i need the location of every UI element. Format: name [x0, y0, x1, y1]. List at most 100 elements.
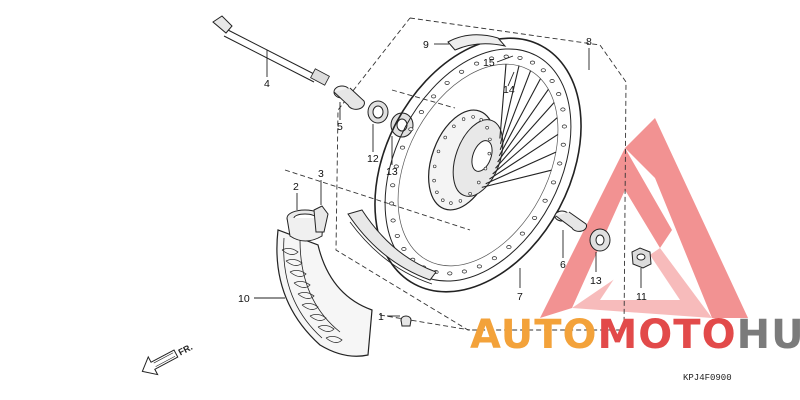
watermark-auto: AUTO	[470, 312, 598, 358]
tread-block	[293, 281, 311, 288]
rim-hole	[549, 79, 555, 83]
hub-hole	[483, 166, 488, 171]
axle-nut	[631, 247, 652, 269]
diagram-part-code: KPJ4F0900	[683, 373, 732, 383]
rim-hole	[556, 92, 562, 97]
hub-hole	[485, 125, 489, 130]
rim-hole	[550, 180, 557, 185]
watermark-hub: HUB	[737, 312, 800, 358]
spoke	[499, 64, 507, 139]
hub-flange-holes	[432, 115, 492, 205]
rim-hole	[461, 269, 467, 274]
callout-5: 5	[337, 121, 343, 133]
hub-hole	[449, 201, 453, 205]
hub-hole	[471, 115, 475, 119]
tire-tread-pattern	[281, 248, 343, 343]
spoke	[498, 78, 541, 157]
spoke	[495, 102, 555, 169]
seal-left	[390, 112, 414, 138]
spoke	[499, 70, 532, 150]
spoke	[481, 169, 552, 188]
hub-hole	[477, 180, 481, 185]
rim-hole	[399, 145, 406, 150]
hub-hole	[432, 178, 436, 183]
rim-hole	[390, 183, 396, 188]
callout-13-left: 13	[386, 166, 398, 178]
rim-flap	[313, 205, 329, 233]
rim-tape	[347, 209, 437, 285]
callout-10: 10	[238, 293, 250, 305]
rim-spoke-holes	[389, 54, 567, 276]
rim-hole	[401, 247, 407, 251]
inner-tube	[286, 209, 324, 242]
tread-block	[281, 248, 299, 255]
rim-hole	[540, 68, 546, 73]
hub-hole	[488, 137, 492, 142]
rim-hole	[542, 198, 548, 203]
callout-3: 3	[318, 168, 324, 180]
rim-hole	[517, 55, 523, 60]
spoke	[499, 65, 520, 145]
hub-hole	[458, 199, 463, 203]
collar-left	[333, 85, 365, 110]
callout-14: 14	[503, 84, 515, 96]
hub-hole	[452, 124, 456, 129]
rim-hole	[532, 215, 538, 220]
rim-hole	[561, 124, 567, 129]
hub-hole	[479, 118, 483, 122]
hub-hole	[461, 117, 466, 121]
tire	[276, 229, 373, 357]
rim-hole	[444, 80, 450, 85]
tread-block	[325, 336, 343, 343]
callout-6: 6	[560, 259, 566, 271]
callout-1: 1	[378, 311, 384, 323]
front-direction-arrow: FR.	[141, 342, 194, 376]
hub-hole	[433, 164, 437, 169]
rim-hole	[447, 271, 453, 276]
callout-13-right: 13	[590, 275, 602, 287]
rim-hole	[506, 245, 512, 250]
rim-hole	[394, 233, 400, 238]
callout-9: 9	[423, 39, 429, 51]
callout-12: 12	[367, 153, 379, 165]
leader-lines	[254, 43, 642, 317]
hub-hole	[436, 149, 441, 154]
rim-hole	[474, 61, 480, 66]
rim-band-top	[447, 34, 507, 51]
rim-hole	[393, 164, 399, 169]
tread-block	[297, 292, 315, 299]
rim-hole	[519, 231, 525, 236]
rim-hole	[491, 256, 497, 261]
rim-hole	[418, 110, 424, 115]
rim-hole	[529, 60, 536, 65]
hub-hole	[487, 151, 491, 156]
front-arrow-label: FR.	[177, 342, 194, 358]
callout-11: 11	[636, 291, 647, 303]
callout-4: 4	[264, 78, 270, 90]
rim-hole	[389, 201, 395, 206]
tread-block	[289, 270, 307, 277]
wheel-hub	[428, 109, 504, 211]
tread-block	[285, 259, 303, 266]
rim-hole	[390, 218, 396, 223]
spoke	[489, 133, 559, 180]
spoke	[492, 117, 558, 175]
bearing-right	[589, 228, 611, 252]
rim-hole	[408, 127, 414, 132]
callout-2: 2	[293, 181, 299, 193]
hub-hole	[468, 192, 472, 196]
hub-hole	[443, 135, 447, 140]
tube-valve	[400, 315, 412, 327]
rim-hole	[431, 94, 437, 99]
watermark-wordmark: AUTOMOTOHUB	[470, 312, 800, 358]
collar-right	[554, 210, 588, 232]
tread-block	[317, 325, 335, 332]
rim-hole	[557, 161, 563, 166]
rim-hole	[560, 107, 566, 112]
spoke	[485, 151, 557, 185]
watermark-logo	[540, 118, 748, 318]
bearing-left	[367, 100, 389, 124]
tread-block	[301, 303, 319, 310]
